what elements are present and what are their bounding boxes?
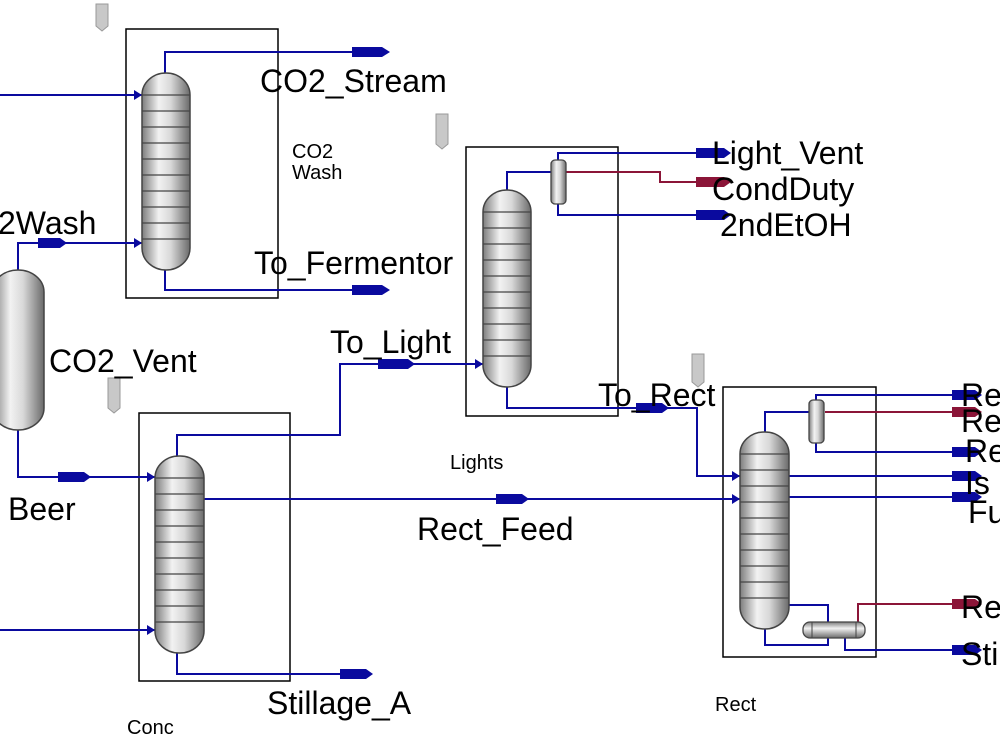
reboiler-icon[interactable] [802, 621, 866, 639]
stream-label-to-fermentor[interactable]: To_Fermentor [254, 245, 454, 281]
block-label-lights[interactable]: Lights [450, 452, 503, 474]
stream-line[interactable] [764, 411, 810, 433]
distillation-column-icon[interactable] [0, 269, 45, 431]
block-label-co2-wash[interactable]: CO2 [292, 141, 333, 163]
flag-marker-icon [95, 3, 109, 32]
stream-line[interactable] [176, 652, 356, 675]
stream-label-rect-out-3[interactable]: Re [965, 433, 1000, 469]
stream-line[interactable] [788, 604, 829, 628]
stream-line[interactable] [844, 636, 960, 651]
stream-label-rect-out-5[interactable]: Fu [968, 494, 1000, 530]
heat-stream-line[interactable] [857, 603, 960, 630]
flag-marker-icon [691, 353, 705, 388]
stream-line[interactable] [164, 270, 372, 291]
stream-label-rect-out-2[interactable]: Re [961, 403, 1000, 439]
stream-line[interactable] [17, 428, 155, 478]
stream-line[interactable] [557, 152, 712, 162]
heat-arrow-icon [696, 177, 982, 609]
stream-label-cond-duty[interactable]: CondDuty [712, 171, 854, 207]
distillation-column-icon[interactable] [482, 189, 532, 388]
stream-line[interactable] [557, 203, 712, 216]
stream-label-light-vent[interactable]: Light_Vent [712, 135, 863, 171]
heat-stream-line[interactable] [566, 171, 712, 183]
stream-label-co2wash-feed[interactable]: 2Wash [0, 205, 96, 241]
block-label-co2-wash-line2[interactable]: Wash [292, 162, 342, 184]
stream-line[interactable] [164, 51, 370, 82]
flag-marker-icon [435, 113, 449, 150]
distillation-column-icon[interactable] [154, 455, 205, 654]
block-label-conc[interactable]: Conc [127, 717, 174, 739]
stream-label-co2-stream[interactable]: CO2_Stream [260, 63, 447, 99]
stream-label-rect-out-6[interactable]: Re [961, 589, 1000, 625]
stream-label-rect-out-4[interactable]: Is [965, 465, 990, 501]
lights-block-box[interactable] [465, 146, 619, 417]
condenser-drum-icon[interactable] [550, 159, 567, 205]
block-label-rect[interactable]: Rect [715, 694, 757, 716]
stream-label-stillage-a[interactable]: Stillage_A [267, 685, 412, 721]
flag-marker-icon [107, 377, 121, 414]
stream-label-rect-out-1[interactable]: Re [961, 377, 1000, 413]
stream-label-to-light[interactable]: To_Light [330, 324, 451, 360]
stream-line[interactable] [506, 386, 740, 477]
stream-label-beer[interactable]: Beer [8, 491, 76, 527]
stream-line[interactable] [506, 171, 552, 193]
stream-line[interactable] [815, 441, 960, 453]
stream-line[interactable] [17, 242, 142, 270]
rect-block-box[interactable] [722, 386, 877, 658]
distillation-column-icon[interactable] [141, 72, 191, 271]
stream-line[interactable] [815, 394, 960, 402]
stream-label-co2-vent[interactable]: CO2_Vent [49, 343, 197, 379]
distillation-column-icon[interactable] [739, 431, 790, 630]
conc-block-box[interactable] [138, 412, 291, 682]
stream-label-to-rect[interactable]: To_Rect [598, 377, 716, 413]
co2-wash-block-box[interactable] [125, 28, 279, 299]
stream-arrow-icon [38, 47, 982, 679]
stream-label-rect-out-7[interactable]: Sti [961, 636, 998, 672]
stream-line[interactable] [176, 363, 483, 458]
stream-line[interactable] [764, 628, 829, 646]
stream-label-2nd-etoh[interactable]: 2ndEtOH [720, 207, 852, 243]
condenser-drum-icon[interactable] [808, 399, 825, 444]
stream-label-rect-feed[interactable]: Rect_Feed [417, 511, 574, 547]
